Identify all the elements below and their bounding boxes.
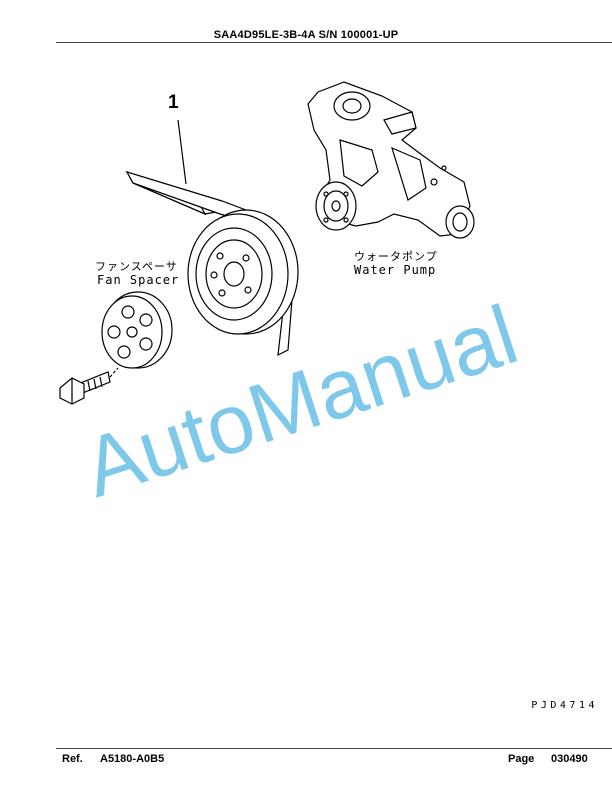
water-pump [307, 81, 475, 239]
callout-leader [177, 119, 187, 185]
fan-pulley [187, 209, 299, 335]
page-label: Page [508, 753, 535, 765]
ref-value: A5180-A0B5 [100, 753, 165, 765]
bolt [59, 367, 119, 405]
page-title: SAA4D95LE-3B-4A S/N 100001-UP [213, 29, 399, 41]
fan-spacer [101, 291, 173, 369]
header-rule [56, 42, 612, 43]
callout-number: 1 [168, 92, 179, 113]
water-pump-label-jp: ウォータポンプ [354, 250, 438, 263]
footer-rule [56, 748, 612, 749]
page-number: 030490 [551, 753, 588, 765]
water-pump-label: Water Pump [354, 263, 436, 277]
drawing-code: PJD4714 [531, 700, 598, 711]
fan-spacer-label: Fan Spacer [97, 273, 179, 287]
ref-label: Ref. [62, 753, 83, 765]
fan-spacer-label-jp: ファンスペーサ [95, 260, 178, 273]
